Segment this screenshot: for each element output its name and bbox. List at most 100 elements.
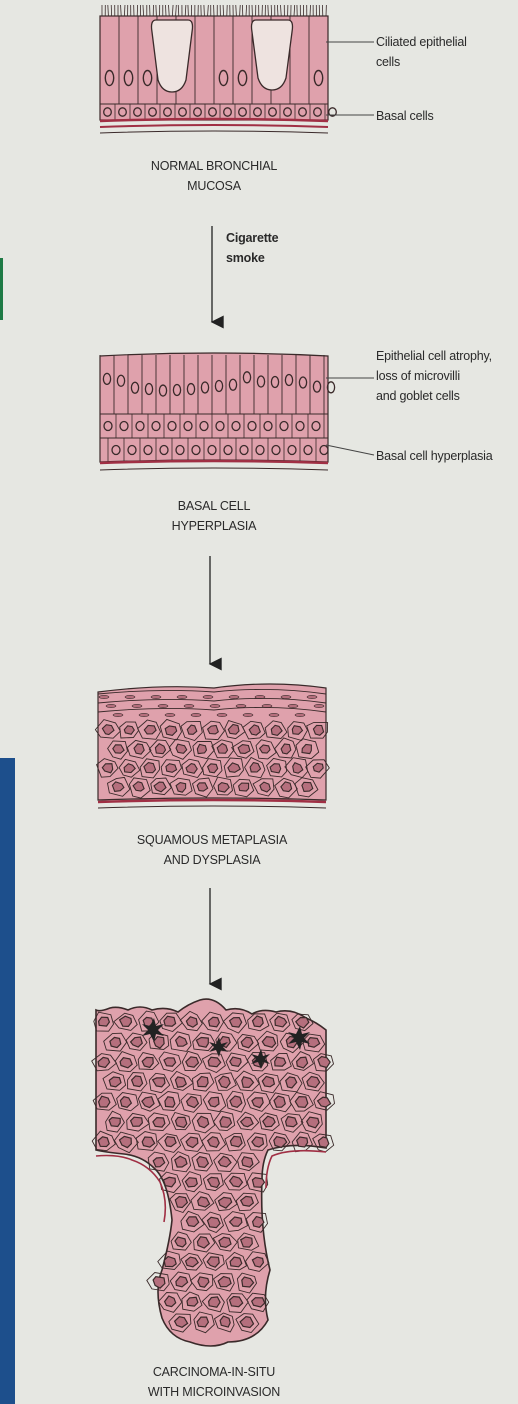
- pleomorphic-nucleus: [209, 1017, 220, 1027]
- flattened-nucleus: [281, 695, 291, 698]
- pleomorphic-nucleus: [99, 1096, 110, 1107]
- callout-line: Basal cell hyperplasia: [376, 446, 493, 466]
- pleomorphic-nucleus: [175, 1077, 186, 1087]
- callout-line: Ciliated epithelial: [376, 32, 467, 52]
- flattened-nucleus: [307, 695, 317, 698]
- submucosa-line: [100, 468, 328, 470]
- pleomorphic-nucleus: [164, 1257, 176, 1267]
- pleomorphic-nucleus: [220, 1117, 232, 1128]
- callout-line: cells: [376, 52, 467, 72]
- pleomorphic-nucleus: [132, 1076, 143, 1087]
- pleomorphic-nucleus: [252, 1178, 264, 1188]
- basement-membrane: [266, 1151, 326, 1188]
- pleomorphic-nucleus: [131, 1117, 143, 1126]
- cilium: [223, 5, 224, 16]
- cilium: [294, 5, 295, 16]
- pleomorphic-nucleus: [252, 1298, 265, 1307]
- flattened-nucleus: [165, 713, 175, 716]
- submucosa-line: [100, 131, 328, 133]
- basal-hyperplasia-illustration: [100, 353, 335, 470]
- flattened-nucleus: [177, 695, 187, 698]
- cilium: [176, 5, 177, 16]
- pleomorphic-nucleus: [241, 1237, 253, 1247]
- cause-label-line: Cigarette: [226, 228, 278, 248]
- stage-2-label: BASAL CELL HYPERPLASIA: [172, 496, 257, 536]
- cilium: [240, 5, 241, 16]
- stage-3-label-line: AND DYSPLASIA: [137, 850, 287, 870]
- cilium: [310, 5, 311, 16]
- callout-basal-cells: Basal cells: [376, 106, 434, 126]
- pleomorphic-nucleus: [230, 1018, 242, 1028]
- irregular-nucleus: [238, 745, 250, 754]
- squamous-metaplasia-illustration: [95, 684, 329, 808]
- irregular-nucleus: [313, 725, 323, 735]
- stage-2-label-line: HYPERPLASIA: [172, 516, 257, 536]
- cilium: [236, 5, 237, 16]
- pleomorphic-nucleus: [187, 1297, 198, 1306]
- callout-line: Basal cells: [376, 106, 434, 126]
- stage-1-label-line: MUCOSA: [151, 176, 277, 196]
- irregular-nucleus: [197, 744, 206, 753]
- cilium: [172, 5, 173, 16]
- cilium: [277, 5, 278, 16]
- pleomorphic-nucleus: [318, 1057, 330, 1068]
- flattened-nucleus: [132, 704, 142, 707]
- basement-membrane-line: [100, 125, 328, 127]
- stage-3-label: SQUAMOUS METAPLASIA AND DYSPLASIA: [137, 830, 287, 870]
- pleomorphic-nucleus: [286, 1117, 298, 1127]
- flattened-nucleus: [191, 713, 201, 716]
- stage-4-label-line: CARCINOMA-IN-SITU: [148, 1362, 280, 1382]
- pleomorphic-nucleus: [208, 1217, 221, 1227]
- stage-1-label-line: NORMAL BRONCHIAL: [151, 156, 277, 176]
- callout-line: Epithelial cell atrophy,: [376, 346, 492, 366]
- pleomorphic-nucleus: [197, 1157, 209, 1168]
- basement-membrane: [100, 119, 328, 121]
- flattened-nucleus: [158, 704, 168, 707]
- cilium: [268, 5, 269, 16]
- pleomorphic-nucleus: [185, 1178, 197, 1187]
- flattened-nucleus: [269, 713, 279, 716]
- pleomorphic-nucleus: [297, 1137, 308, 1147]
- stage-4-label: CARCINOMA-IN-SITU WITH MICROINVASION: [148, 1362, 280, 1402]
- flattened-nucleus: [99, 695, 109, 698]
- carcinoma-illustration: [92, 999, 335, 1346]
- cilium: [108, 5, 109, 16]
- cilium: [185, 5, 186, 16]
- cilium: [281, 5, 282, 16]
- basement-membrane: [98, 800, 326, 802]
- pleomorphic-nucleus: [275, 1057, 286, 1066]
- stage-2-label-line: BASAL CELL: [172, 496, 257, 516]
- irregular-nucleus: [302, 782, 313, 791]
- cause-label-line: smoke: [226, 248, 278, 268]
- pleomorphic-nucleus: [230, 1136, 242, 1146]
- callout-line: and goblet cells: [376, 386, 492, 406]
- leader-basal-hyperplasia: [326, 445, 374, 455]
- irregular-nucleus: [176, 783, 186, 793]
- flattened-nucleus: [139, 713, 149, 716]
- flattened-nucleus: [217, 713, 227, 716]
- irregular-nucleus: [197, 783, 208, 791]
- flattened-nucleus: [288, 704, 298, 707]
- pleomorphic-nucleus: [165, 1097, 175, 1107]
- cilium: [124, 5, 125, 16]
- cause-label: Cigarette smoke: [226, 228, 278, 268]
- pleomorphic-nucleus: [242, 1157, 253, 1167]
- pleomorphic-nucleus: [209, 1297, 221, 1307]
- flattened-nucleus: [203, 695, 213, 698]
- pleomorphic-nucleus: [208, 1097, 219, 1107]
- flattened-nucleus: [210, 704, 220, 707]
- cilium: [246, 5, 247, 16]
- callout-basal-hyperplasia: Basal cell hyperplasia: [376, 446, 493, 466]
- flattened-nucleus: [125, 695, 135, 698]
- callout-ciliated-cells: Ciliated epithelial cells: [376, 32, 467, 72]
- irregular-nucleus: [166, 764, 177, 773]
- pleomorphic-nucleus: [99, 1017, 110, 1026]
- normal-mucosa-illustration: [100, 5, 336, 133]
- flattened-nucleus: [151, 695, 161, 698]
- basement-membrane: [100, 461, 328, 463]
- pleomorphic-nucleus: [197, 1116, 208, 1127]
- flattened-nucleus: [184, 704, 194, 707]
- stage-3-label-line: SQUAMOUS METAPLASIA: [137, 830, 287, 850]
- flattened-nucleus: [243, 713, 253, 716]
